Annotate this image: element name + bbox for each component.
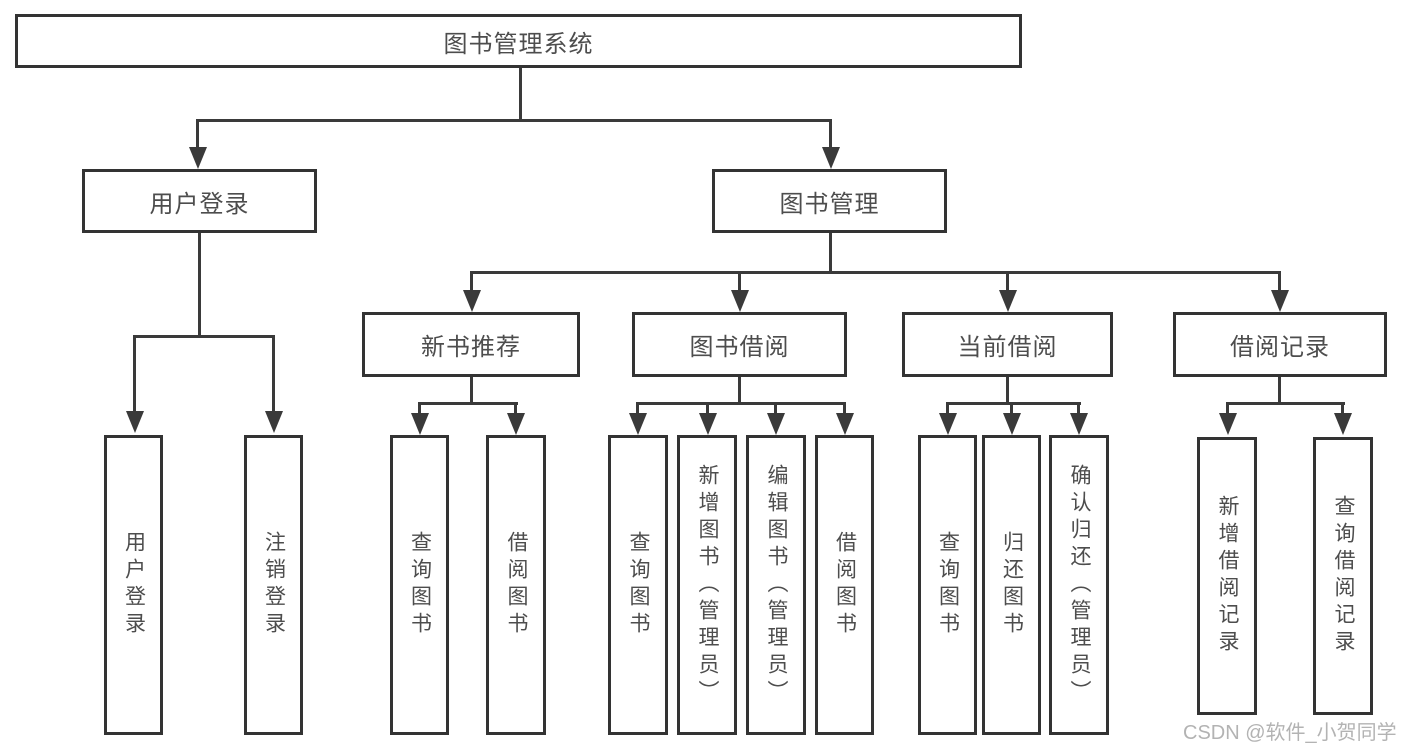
line bbox=[1341, 402, 1344, 414]
leaf-borrow-books-1: 借阅图书 bbox=[486, 435, 546, 735]
arrowhead bbox=[999, 290, 1017, 312]
line bbox=[1006, 271, 1009, 292]
leaf-query-books-3: 查询图书 bbox=[918, 435, 977, 735]
line bbox=[1226, 402, 1345, 405]
arrowhead bbox=[411, 413, 429, 435]
node-book-management: 图书管理 bbox=[712, 169, 947, 233]
line bbox=[738, 271, 741, 292]
line bbox=[418, 402, 518, 405]
arrowhead bbox=[939, 413, 957, 435]
line bbox=[1010, 402, 1013, 414]
arrowhead bbox=[731, 290, 749, 312]
leaf-add-books-admin: 新增图书（管理员） bbox=[677, 435, 737, 735]
arrowhead bbox=[126, 411, 144, 433]
node-book-borrowing: 图书借阅 bbox=[632, 312, 847, 377]
arrowhead bbox=[836, 413, 854, 435]
line bbox=[196, 119, 832, 122]
leaf-user-login: 用户登录 bbox=[104, 435, 163, 735]
line bbox=[1226, 402, 1229, 414]
arrowhead bbox=[1334, 413, 1352, 435]
arrowhead bbox=[822, 147, 840, 169]
arrowhead bbox=[1271, 290, 1289, 312]
line bbox=[470, 271, 1281, 274]
line bbox=[1077, 402, 1080, 414]
line bbox=[829, 233, 832, 271]
line bbox=[1006, 377, 1009, 405]
line bbox=[706, 402, 709, 414]
leaf-confirm-return-admin: 确认归还（管理员） bbox=[1049, 435, 1109, 735]
line bbox=[636, 402, 846, 405]
leaf-query-books-2: 查询图书 bbox=[608, 435, 668, 735]
leaf-add-borrow-record: 新增借阅记录 bbox=[1197, 437, 1257, 715]
line bbox=[196, 119, 199, 149]
line bbox=[946, 402, 1081, 405]
csdn-watermark: CSDN @软件_小贺同学 bbox=[1183, 722, 1397, 744]
arrowhead bbox=[1003, 413, 1021, 435]
node-borrowing-records: 借阅记录 bbox=[1173, 312, 1387, 377]
line bbox=[514, 402, 517, 414]
leaf-edit-books-admin: 编辑图书（管理员） bbox=[746, 435, 806, 735]
line bbox=[738, 377, 741, 405]
arrowhead bbox=[1219, 413, 1237, 435]
arrowhead bbox=[463, 290, 481, 312]
arrowhead bbox=[767, 413, 785, 435]
line bbox=[418, 402, 421, 414]
arrowhead bbox=[189, 147, 207, 169]
arrowhead bbox=[699, 413, 717, 435]
line bbox=[133, 335, 136, 413]
arrowhead bbox=[1070, 413, 1088, 435]
node-user-login: 用户登录 bbox=[82, 169, 317, 233]
arrowhead bbox=[265, 411, 283, 433]
line bbox=[470, 271, 473, 292]
line bbox=[946, 402, 949, 414]
node-current-borrowing: 当前借阅 bbox=[902, 312, 1113, 377]
line bbox=[774, 402, 777, 414]
arrowhead bbox=[507, 413, 525, 435]
line bbox=[198, 233, 201, 335]
node-new-book-recommendation: 新书推荐 bbox=[362, 312, 580, 377]
node-root: 图书管理系统 bbox=[15, 14, 1022, 68]
line bbox=[829, 119, 832, 149]
leaf-query-borrow-record: 查询借阅记录 bbox=[1313, 437, 1373, 715]
line bbox=[1278, 271, 1281, 292]
line bbox=[1278, 377, 1281, 405]
leaf-query-books-1: 查询图书 bbox=[390, 435, 449, 735]
line bbox=[636, 402, 639, 414]
leaf-borrow-books-2: 借阅图书 bbox=[815, 435, 874, 735]
leaf-return-books: 归还图书 bbox=[982, 435, 1041, 735]
line bbox=[519, 68, 522, 119]
line bbox=[470, 377, 473, 405]
line bbox=[272, 335, 275, 413]
leaf-logout: 注销登录 bbox=[244, 435, 303, 735]
line bbox=[843, 402, 846, 414]
arrowhead bbox=[629, 413, 647, 435]
line bbox=[133, 335, 275, 338]
